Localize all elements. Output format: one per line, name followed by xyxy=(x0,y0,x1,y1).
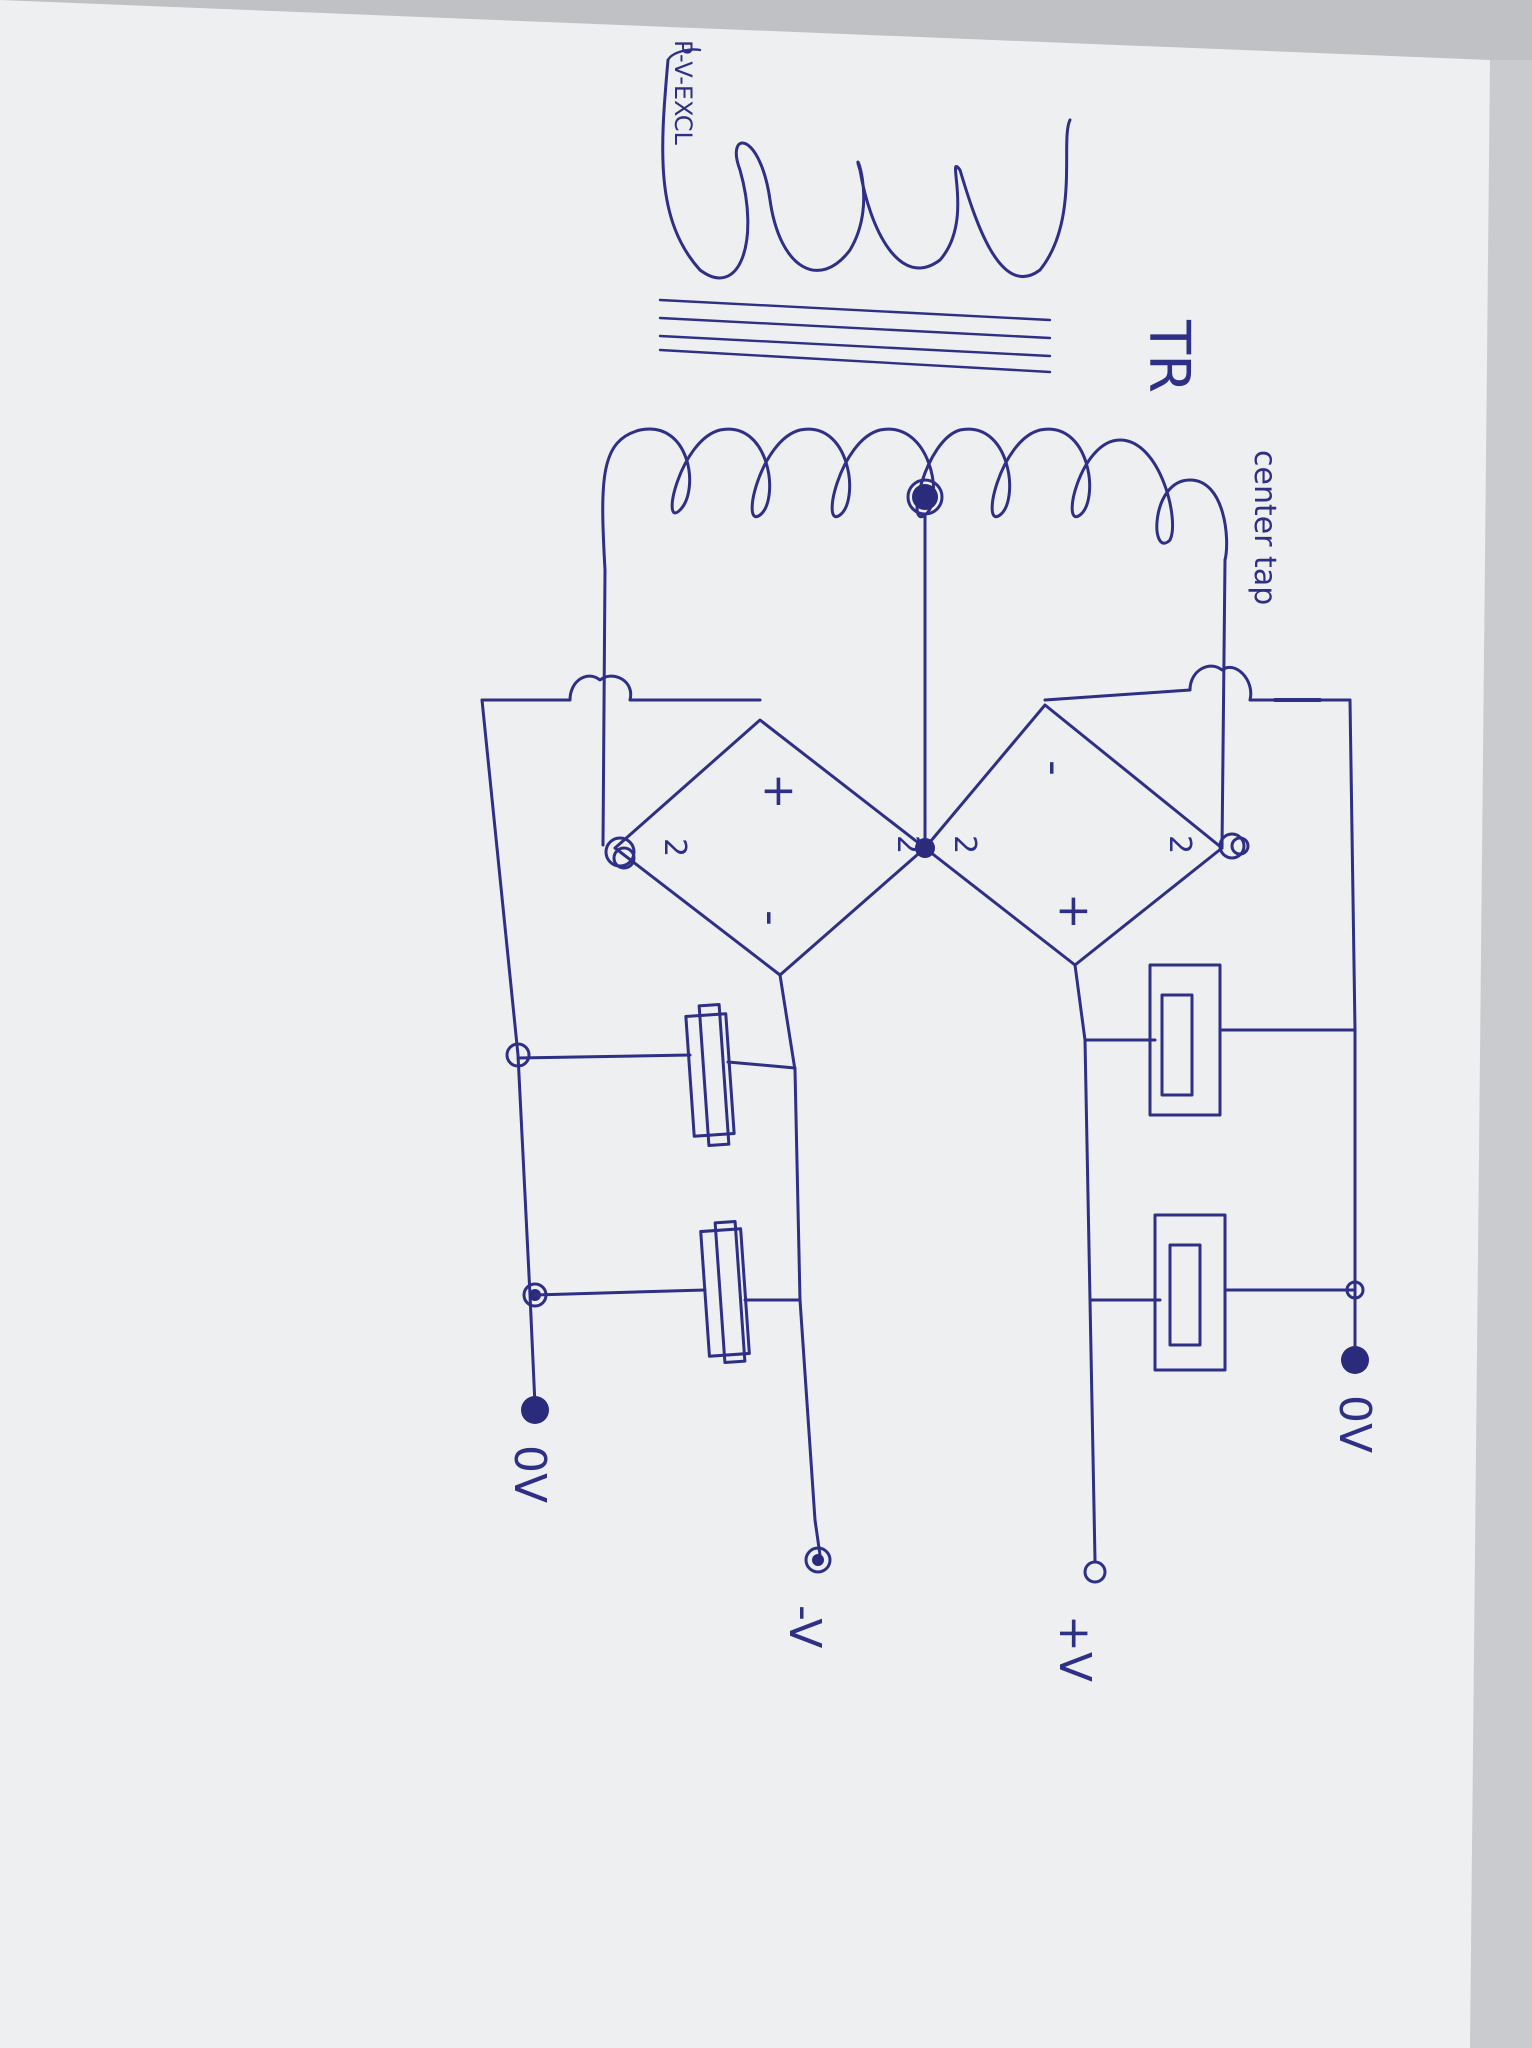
center-tap-node xyxy=(912,484,938,510)
left-ground-wire-top xyxy=(480,674,762,702)
capacitor-pos-2 xyxy=(1088,1213,1357,1372)
paper-shadow xyxy=(1470,60,1532,2048)
positive-rail xyxy=(1073,963,1097,1562)
ac-mark-center-a: 2 xyxy=(890,835,925,854)
secondary-lead-right xyxy=(1220,558,1227,850)
zero-volt-left-label: 0V xyxy=(504,1445,555,1503)
ac-mark-center-b: 2 xyxy=(947,835,982,854)
capacitor-pos-1 xyxy=(1083,963,1357,1117)
transformer-label: TR xyxy=(1136,319,1201,393)
primary-lead xyxy=(666,48,702,62)
left-ground-rail xyxy=(480,698,537,1407)
neg-v-terminal xyxy=(804,1546,832,1574)
secondary-lead-left xyxy=(601,568,607,847)
bridge-ac-node-center xyxy=(915,838,935,858)
bridge-pos-plus-mark: + xyxy=(1055,885,1092,936)
capacitor-neg-2 xyxy=(533,1219,802,1365)
bridge-pos-minus-mark: - xyxy=(1029,760,1080,776)
center-tap-label: center tap xyxy=(1247,450,1282,605)
ac-mark-left: 2 xyxy=(657,838,692,857)
pos-v-label: +V xyxy=(1049,1615,1100,1682)
right-ground-wire-top xyxy=(1043,664,1352,702)
capacitor-neg-1 xyxy=(516,1002,797,1148)
ac-mark-right: 2 xyxy=(1162,835,1197,854)
primary-coil xyxy=(661,58,1072,280)
primary-label: P-V-EXCL xyxy=(669,40,697,145)
bridge-ac-node-right xyxy=(1218,832,1246,860)
neg-v-label: -V xyxy=(779,1605,830,1648)
bridge-neg-minus-mark: - xyxy=(746,910,797,926)
bridge-neg-plus-mark: + xyxy=(760,765,797,816)
pos-v-terminal xyxy=(1083,1560,1107,1584)
zero-volt-left-terminal xyxy=(521,1396,549,1424)
right-ground-rail xyxy=(1348,698,1357,1357)
transformer-core xyxy=(658,298,1052,374)
zero-volt-right-label: 0V xyxy=(1329,1395,1380,1453)
zero-volt-right-terminal xyxy=(1341,1346,1369,1374)
